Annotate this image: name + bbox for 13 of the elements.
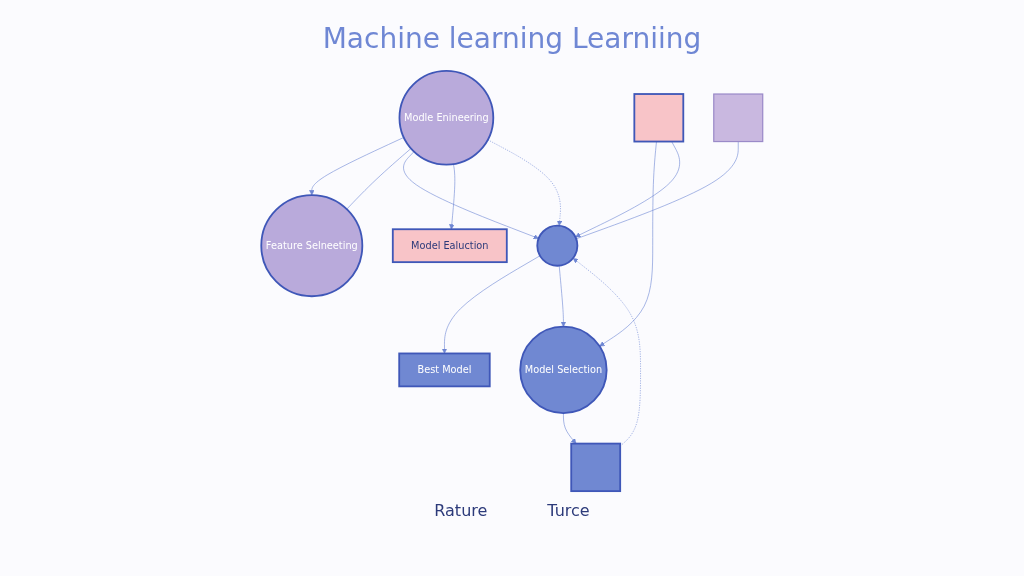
note-text: Rature bbox=[434, 501, 488, 520]
note-text: Turce bbox=[547, 501, 590, 520]
node-box bbox=[713, 93, 764, 143]
node-box: Best Model bbox=[398, 352, 491, 388]
node-circle: Model Selection bbox=[519, 325, 608, 415]
node-box bbox=[633, 93, 685, 143]
node-box bbox=[570, 442, 622, 493]
node-circle: Feature Selneeting bbox=[260, 194, 364, 298]
node-box: Model Ealuction bbox=[391, 228, 508, 264]
node-circle bbox=[536, 224, 579, 267]
node-circle: Modle Enineering bbox=[398, 69, 495, 166]
connector bbox=[346, 148, 412, 210]
diagram-title: Machine learning Learniing bbox=[321, 22, 703, 55]
